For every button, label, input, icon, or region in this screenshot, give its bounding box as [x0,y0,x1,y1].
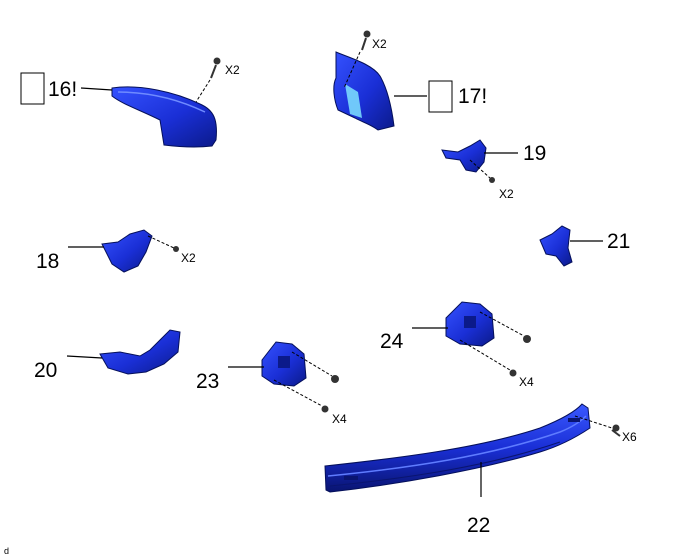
part-23-fastener-line-lower [273,379,323,407]
part-23-fastener-line-upper [291,351,333,377]
part-17-cover [333,51,395,131]
part-21-bracket [539,225,573,267]
part-24-mount [445,301,495,347]
part-22-fastener-line [574,415,613,429]
nut-icon [331,375,339,383]
bolt-icon [509,369,517,377]
corner-code: d [4,546,9,556]
bolt-icon [321,405,329,413]
part-22-qty: X6 [622,430,637,444]
part-23-qty: X4 [332,412,347,426]
part-24-qty: X4 [519,375,534,389]
part-17-qty: X2 [372,37,387,51]
part-20-label: 20 [34,359,57,382]
part-21-label: 21 [607,230,630,253]
screw-icon [611,424,621,437]
screw-icon [210,57,221,79]
part-23-mount [261,341,307,387]
part-23-label: 23 [196,370,219,393]
bolt-icon [489,177,495,183]
part-19-bracket [441,139,487,173]
part-16-marker-box [20,72,45,105]
part-20-bracket [99,329,181,375]
part-24-fastener-line-upper [479,311,525,337]
screw-icon [361,30,371,51]
part-22-reinforcement-bar [324,403,591,493]
bolt-icon [173,246,179,252]
part-17-marker-box [428,80,453,113]
part-18-bracket [101,229,153,273]
nut-icon [523,335,531,343]
part-18-label: 18 [36,250,59,273]
part-16-leader [80,87,113,91]
part-19-fastener-line [469,159,491,179]
part-19-label: 19 [523,142,546,165]
part-22-label: 22 [467,514,490,537]
part-17-label: 17! [458,85,487,108]
part-16-qty: X2 [225,63,240,77]
part-18-qty: X2 [181,251,196,265]
part-16-fastener-line [195,79,211,103]
part-18-fastener-line [147,235,175,249]
part-19-qty: X2 [499,187,514,201]
part-16-label: 16! [48,78,77,101]
part-24-label: 24 [380,330,404,353]
part-16-cover [111,86,217,148]
part-17-fastener-line [343,51,361,89]
part-20-leader [66,355,103,359]
